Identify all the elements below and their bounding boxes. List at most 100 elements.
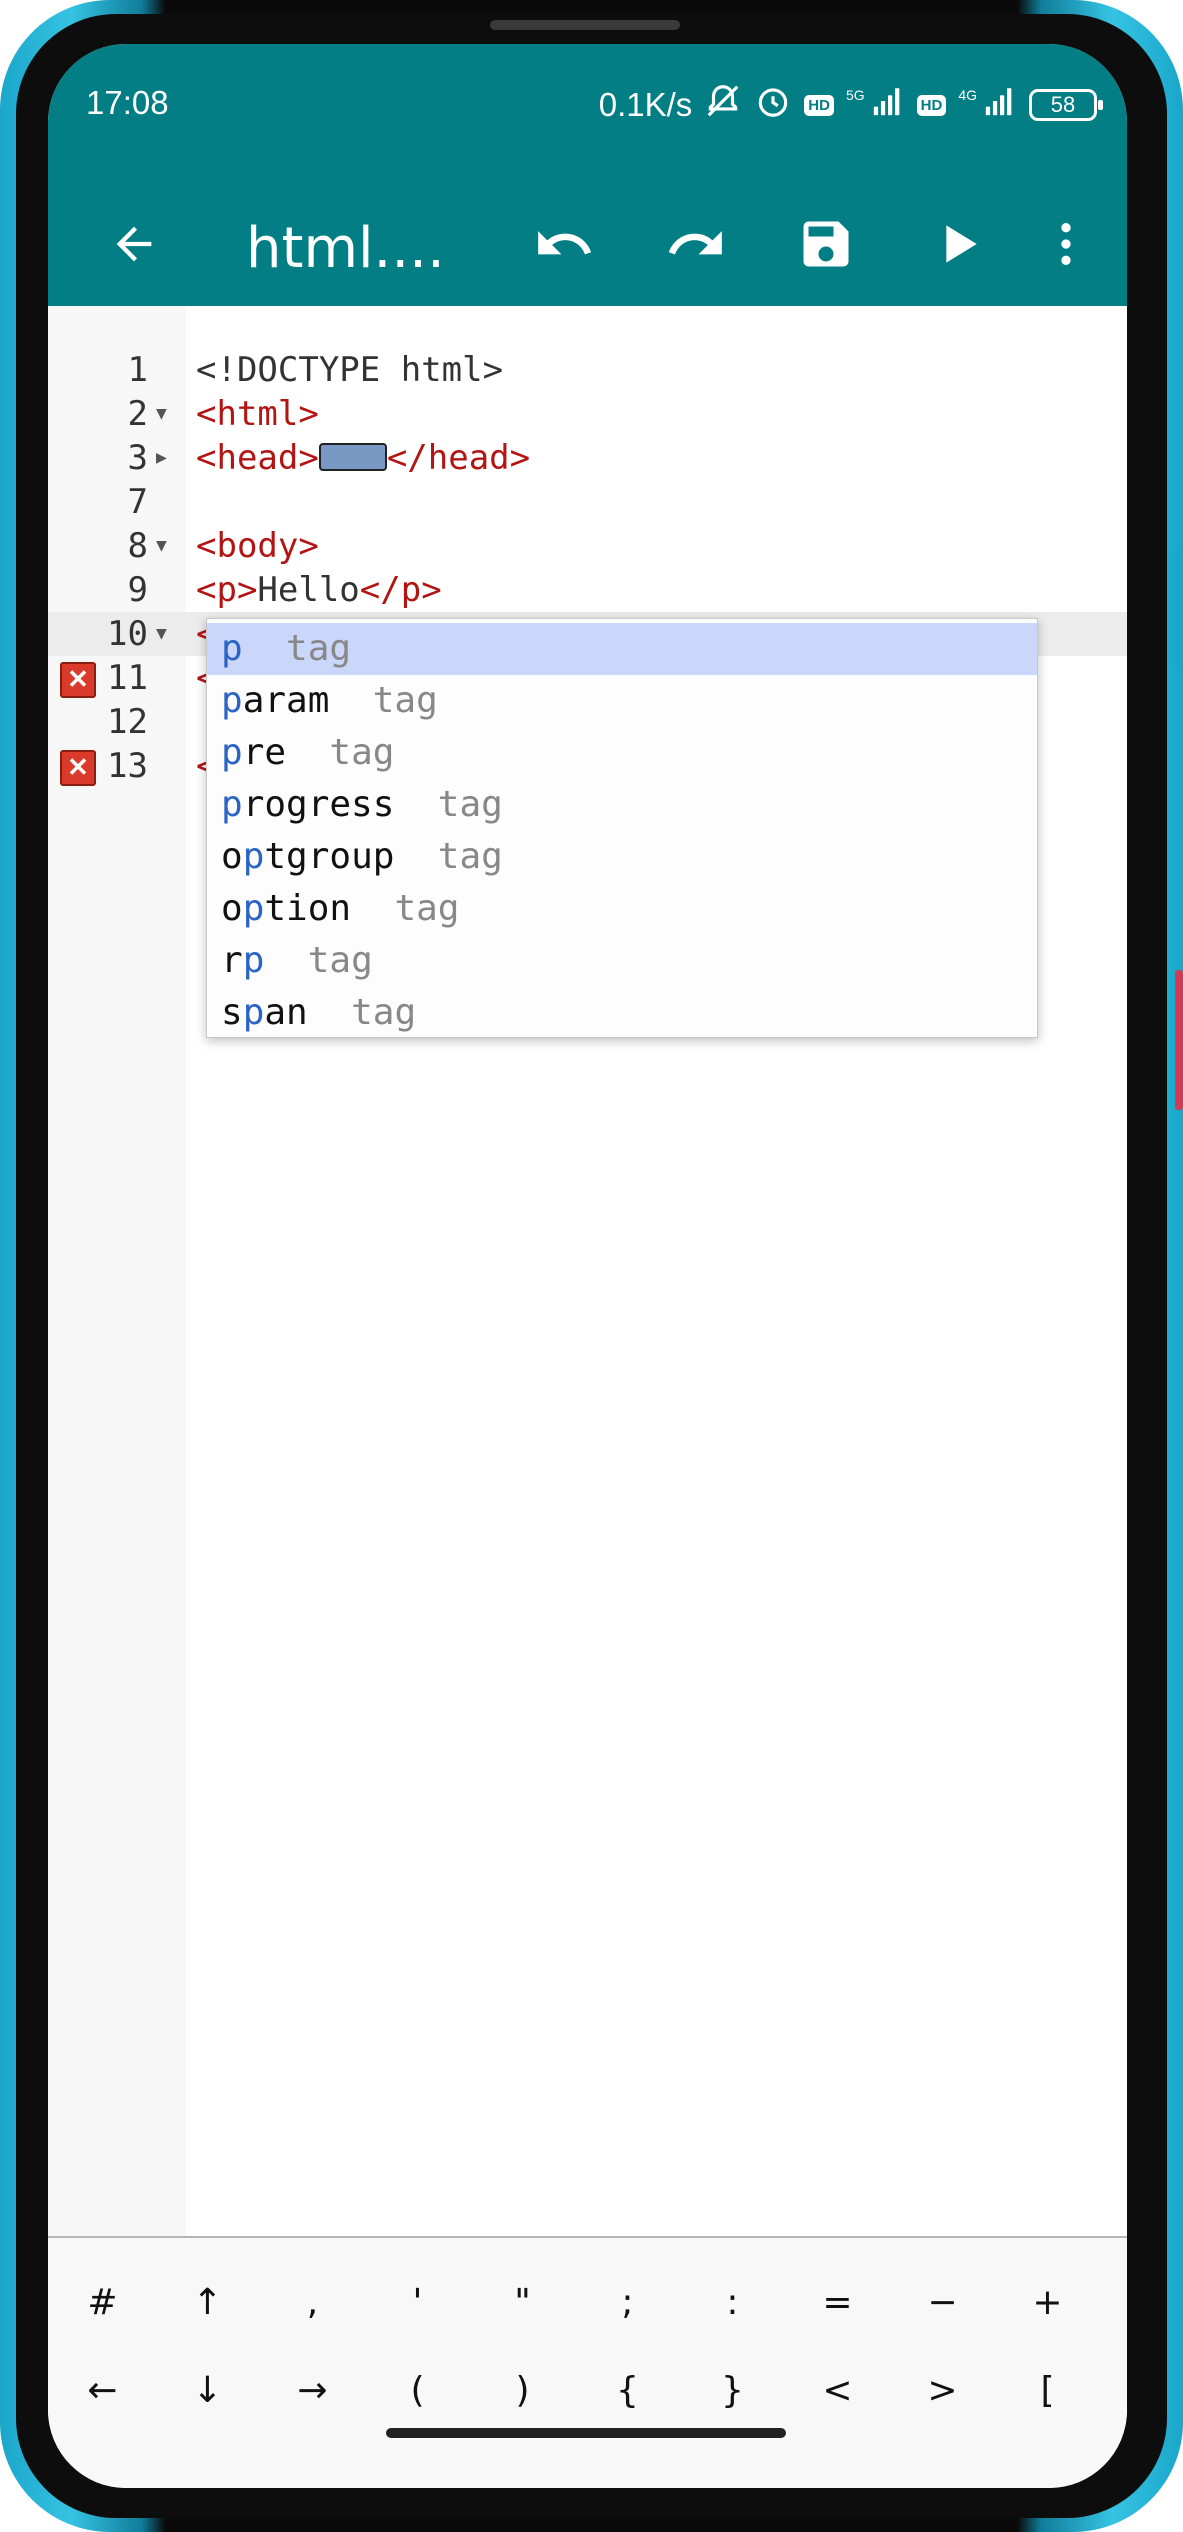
fold-arrow-down-icon[interactable]: ▼: [156, 535, 167, 556]
autocomplete-popup: p tag param tag pre tag progress tag opt…: [206, 618, 1038, 1038]
line-code: <html>: [196, 394, 319, 434]
code-line[interactable]: 3 ▶ <head></head>: [48, 436, 1127, 480]
phone-screen: 17:08 0.1K/s HD 5G HD 4G 58: [48, 44, 1127, 2488]
match-highlight: p: [242, 836, 265, 877]
fold-arrow-down-icon[interactable]: ▼: [156, 403, 167, 424]
volume-button: [1175, 550, 1183, 670]
more-vert-icon: [1061, 223, 1071, 265]
match-suffix: tion: [264, 888, 352, 929]
error-icon[interactable]: ✕: [60, 662, 96, 698]
line-number: 3: [127, 438, 148, 478]
item-kind: tag: [394, 888, 460, 929]
key-down-arrow[interactable]: ↓: [192, 2370, 223, 2411]
match-highlight: p: [242, 940, 265, 981]
key-semicolon[interactable]: ;: [621, 2282, 634, 2323]
match-highlight: p: [242, 888, 265, 929]
alarm-icon: [754, 82, 792, 128]
folded-code-icon[interactable]: [318, 442, 387, 471]
key-plus[interactable]: +: [1032, 2282, 1063, 2323]
line-number: 2: [127, 394, 148, 434]
file-title: html....: [246, 216, 445, 281]
head-open-tag: <head>: [196, 438, 319, 478]
home-indicator[interactable]: [386, 2428, 786, 2438]
autocomplete-item[interactable]: option tag: [207, 883, 1037, 935]
autocomplete-item[interactable]: p tag: [207, 623, 1037, 675]
key-minus[interactable]: −: [927, 2282, 958, 2323]
redo-button[interactable]: [656, 204, 736, 284]
match-suffix: tgroup: [264, 836, 395, 877]
fold-arrow-down-icon[interactable]: ▼: [156, 623, 167, 644]
undo-icon: [538, 231, 592, 255]
item-kind: tag: [307, 940, 373, 981]
p-open-tag: <p>: [196, 570, 258, 610]
signal-icon: [871, 84, 905, 126]
key-up-arrow[interactable]: ↑: [192, 2282, 223, 2323]
code-editor[interactable]: 1 <!DOCTYPE html> 2 ▼ <html> 3 ▶ <head><…: [48, 306, 1127, 2236]
arrow-back-icon: [116, 226, 152, 262]
line-number: 13: [107, 746, 148, 786]
match-highlight: p: [221, 784, 243, 825]
key-equals[interactable]: =: [822, 2282, 853, 2323]
save-icon: [803, 221, 849, 267]
item-kind: tag: [437, 836, 503, 877]
speaker-grille: [490, 20, 680, 30]
network-type: 5G: [845, 87, 865, 103]
autocomplete-item[interactable]: param tag: [207, 675, 1037, 727]
run-button[interactable]: [918, 204, 998, 284]
code-line[interactable]: 8 ▼ <body>: [48, 524, 1127, 568]
key-greater-than[interactable]: >: [927, 2370, 958, 2411]
key-comma[interactable]: ,: [306, 2282, 319, 2323]
fold-arrow-right-icon[interactable]: ▶: [156, 447, 167, 468]
hd-badge: HD: [804, 94, 834, 116]
p-text: Hello: [257, 570, 360, 610]
undo-button[interactable]: [524, 204, 604, 284]
autocomplete-item[interactable]: span tag: [207, 987, 1037, 1039]
code-line[interactable]: 1 <!DOCTYPE html>: [48, 348, 1127, 392]
key-close-brace[interactable]: }: [721, 2370, 744, 2411]
match-highlight: p: [242, 992, 265, 1033]
line-code: <body>: [196, 526, 319, 566]
save-button[interactable]: [786, 204, 866, 284]
autocomplete-item[interactable]: progress tag: [207, 779, 1037, 831]
line-number: 1: [127, 350, 148, 390]
error-icon[interactable]: ✕: [60, 750, 96, 786]
status-icons: 0.1K/s HD 5G HD 4G 58: [598, 82, 1103, 128]
network-speed: 0.1K/s: [598, 86, 693, 123]
match-prefix: o: [221, 888, 243, 929]
back-button[interactable]: [94, 204, 174, 284]
redo-icon: [668, 231, 722, 255]
code-line[interactable]: 7: [48, 480, 1127, 524]
match-prefix: o: [221, 836, 243, 877]
item-kind: tag: [437, 784, 503, 825]
autocomplete-item[interactable]: rp tag: [207, 935, 1037, 987]
key-single-quote[interactable]: ': [412, 2282, 423, 2323]
code-line[interactable]: 9 <p>Hello</p>: [48, 568, 1127, 612]
power-button: [1175, 970, 1183, 1110]
code-line[interactable]: 2 ▼ <html>: [48, 392, 1127, 436]
match-suffix: re: [242, 732, 287, 773]
line-code: <!DOCTYPE html>: [196, 350, 504, 390]
key-colon[interactable]: :: [726, 2282, 739, 2323]
key-less-than[interactable]: <: [822, 2370, 853, 2411]
network-type: 4G: [958, 87, 977, 103]
key-open-bracket[interactable]: [: [1040, 2370, 1055, 2411]
key-right-arrow[interactable]: →: [297, 2370, 328, 2411]
key-open-brace[interactable]: {: [616, 2370, 639, 2411]
autocomplete-item[interactable]: optgroup tag: [207, 831, 1037, 883]
key-double-quote[interactable]: ": [514, 2282, 531, 2323]
line-number: 9: [127, 570, 148, 610]
key-close-paren[interactable]: ): [515, 2370, 530, 2411]
code-line[interactable]: 12: [48, 700, 1127, 744]
signal-icon: [983, 84, 1017, 126]
line-number: 12: [107, 702, 148, 742]
overflow-menu-button[interactable]: [1026, 204, 1106, 284]
line-code: <p>Hello</p>: [196, 568, 442, 612]
key-open-paren[interactable]: (: [410, 2370, 425, 2411]
autocomplete-item[interactable]: pre tag: [207, 727, 1037, 779]
line-number: 11: [107, 658, 148, 698]
item-kind: tag: [286, 628, 352, 669]
mute-icon: [704, 82, 742, 128]
key-hash[interactable]: #: [87, 2282, 118, 2323]
key-left-arrow[interactable]: ←: [87, 2370, 118, 2411]
match-suffix: rogress: [242, 784, 395, 825]
